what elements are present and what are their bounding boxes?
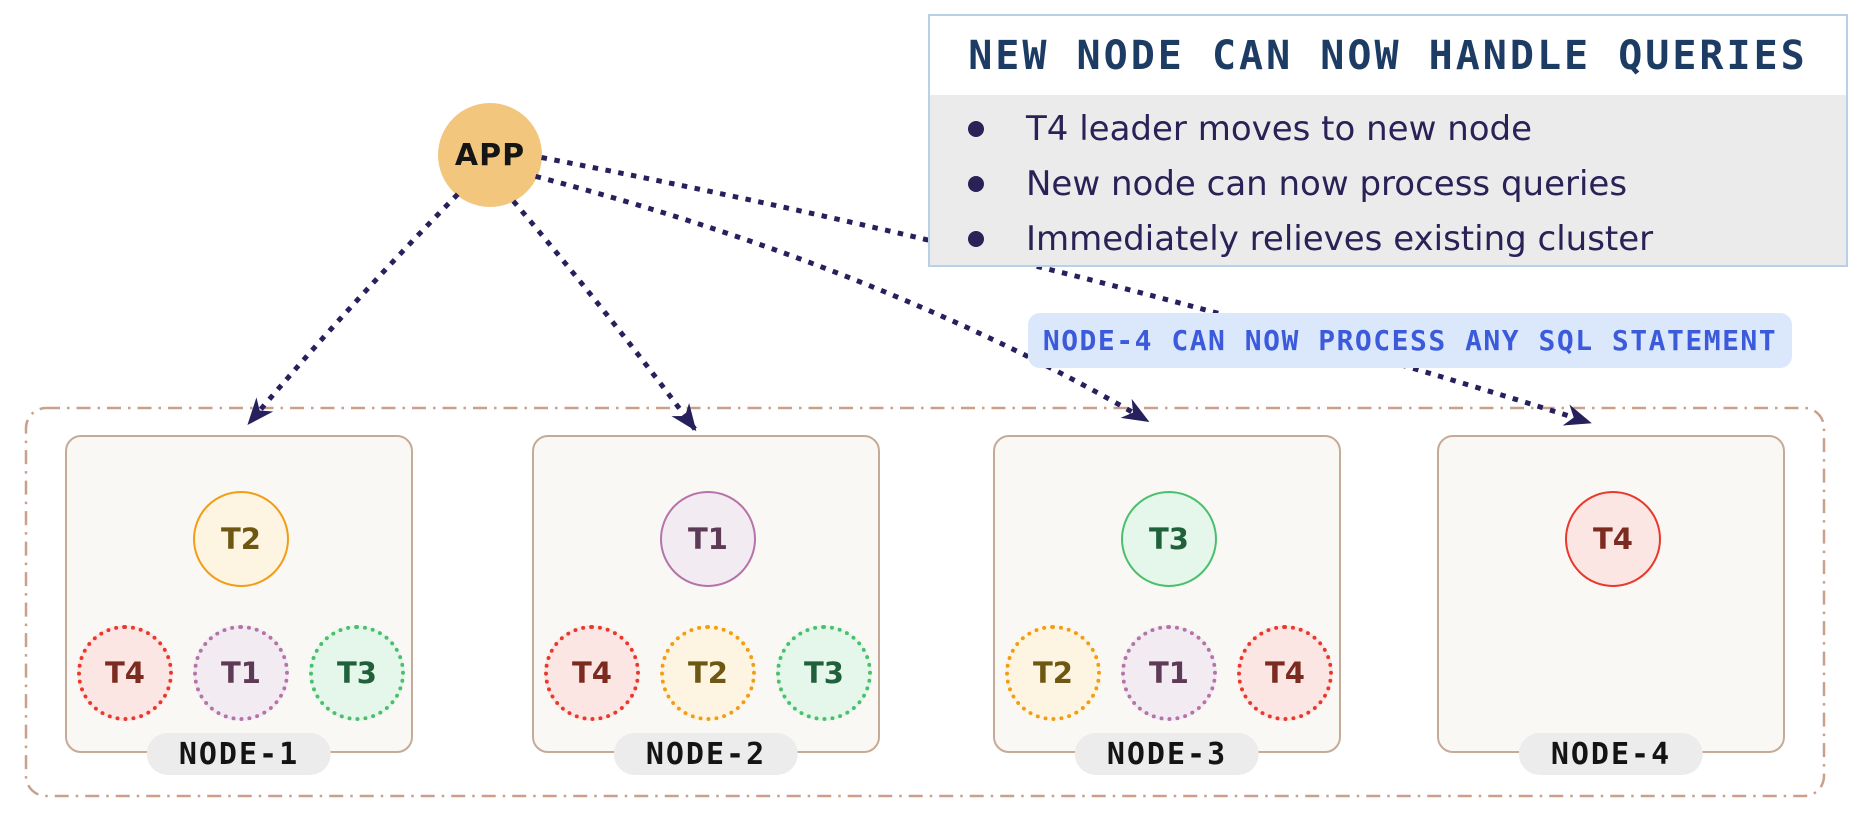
tablet-label: T4 (105, 656, 145, 690)
tablet-label: T2 (221, 522, 261, 556)
tablet-label: T3 (1149, 522, 1189, 556)
tablet-leader-circle: T1 (660, 491, 756, 587)
tablet-leader-circle: T2 (193, 491, 289, 587)
tablet-follower-circle: T3 (309, 625, 405, 721)
node-box-4: T4 NODE-4 (1437, 435, 1785, 775)
arrow-app-to-node-1 (246, 192, 460, 426)
bullet-dot-icon (968, 175, 984, 192)
bullet-text: New node can now process queries (1026, 163, 1628, 204)
tablet-leader-circle: T3 (1121, 491, 1217, 587)
info-box-bullet-list: T4 leader moves to new node New node can… (930, 95, 1846, 265)
tablet-label: T4 (1593, 522, 1633, 556)
tablet-label: T3 (804, 656, 844, 690)
callout-text: NODE-4 CAN NOW PROCESS ANY SQL STATEMENT (1042, 324, 1778, 357)
callout-node4-sql: NODE-4 CAN NOW PROCESS ANY SQL STATEMENT (1028, 313, 1792, 368)
app-label: APP (454, 137, 526, 173)
arrow-app-to-node-2 (511, 199, 698, 432)
tablet-follower-circle: T4 (1237, 625, 1333, 721)
bullet-text: T4 leader moves to new node (1026, 108, 1533, 149)
node-name-pill: NODE-1 (146, 733, 332, 775)
tablet-follower-circle: T2 (1005, 625, 1101, 721)
info-box: NEW NODE CAN NOW HANDLE QUERIES T4 leade… (928, 14, 1848, 267)
tablet-label: T2 (1033, 656, 1073, 690)
tablet-follower-circle: T4 (544, 625, 640, 721)
tablet-leader-circle: T4 (1565, 491, 1661, 587)
tablet-follower-circle: T1 (193, 625, 289, 721)
bullet-item: New node can now process queries (930, 156, 1846, 211)
tablet-label: T3 (337, 656, 377, 690)
tablet-label: T2 (688, 656, 728, 690)
tablet-label: T4 (572, 656, 612, 690)
tablet-follower-circle: T4 (77, 625, 173, 721)
node-box-2: T1 T4 T2 T3 NODE-2 (532, 435, 880, 775)
node-name-pill: NODE-2 (613, 733, 799, 775)
bullet-text: Immediately relieves existing cluster (1026, 218, 1654, 259)
bullet-item: Immediately relieves existing cluster (930, 211, 1846, 266)
tablet-label: T1 (221, 656, 261, 690)
app-node: APP (438, 103, 542, 207)
bullet-item: T4 leader moves to new node (930, 101, 1846, 156)
tablet-follower-circle: T2 (660, 625, 756, 721)
node-box-3: T3 T2 T1 T4 NODE-3 (993, 435, 1341, 775)
node-name-pill: NODE-3 (1074, 733, 1260, 775)
bullet-dot-icon (968, 120, 984, 137)
node-name-pill: NODE-4 (1518, 733, 1704, 775)
tablet-label: T1 (1149, 656, 1189, 690)
info-box-title: NEW NODE CAN NOW HANDLE QUERIES (968, 32, 1808, 79)
tablet-follower-circle: T1 (1121, 625, 1217, 721)
tablet-label: T1 (688, 522, 728, 556)
node-box-1: T2 T4 T1 T3 NODE-1 (65, 435, 413, 775)
bullet-dot-icon (968, 230, 984, 247)
tablet-follower-circle: T3 (776, 625, 872, 721)
tablet-label: T4 (1265, 656, 1305, 690)
